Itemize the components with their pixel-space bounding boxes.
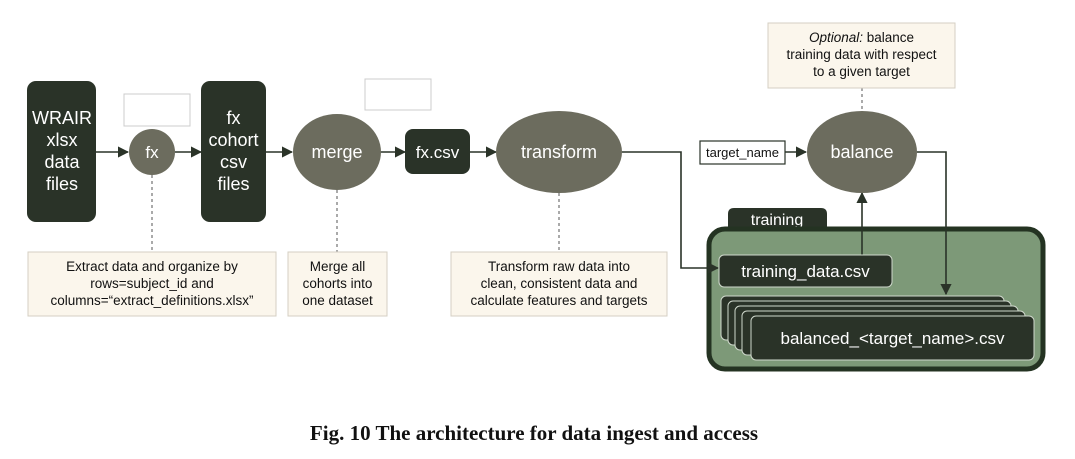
fx-cohort-csv-files-box: fx cohort csv files xyxy=(201,81,266,222)
svg-text:csv: csv xyxy=(220,152,247,172)
svg-text:calculate features and targets: calculate features and targets xyxy=(470,293,647,308)
empty-box-1 xyxy=(123,93,191,127)
balanced-csv-stack: balanced_<target_name>.csv xyxy=(720,295,1035,361)
note-transform: Transform raw data into clean, consisten… xyxy=(450,251,668,317)
target-name-box: target_name xyxy=(699,140,786,165)
svg-text:one dataset: one dataset xyxy=(302,293,373,308)
balance-node: balance xyxy=(807,111,917,193)
fx-node: fx xyxy=(129,129,175,175)
training-tab-label: training xyxy=(751,212,803,229)
svg-text:data: data xyxy=(44,152,80,172)
wrair-data-files-box: WRAIR xlsx data files xyxy=(27,81,96,222)
svg-text:WRAIR: WRAIR xyxy=(32,108,92,128)
transform-node: transform xyxy=(496,111,622,193)
svg-text:fx.csv: fx.csv xyxy=(416,143,460,162)
empty-box-2 xyxy=(364,78,432,111)
svg-text:rows=subject_id and: rows=subject_id and xyxy=(90,276,213,291)
svg-text:files: files xyxy=(217,174,249,194)
note-fx: Extract data and organize by rows=subjec… xyxy=(27,251,277,317)
fx-csv-box: fx.csv xyxy=(405,129,470,174)
svg-text:Extract data and organize by: Extract data and organize by xyxy=(66,259,238,274)
svg-text:transform: transform xyxy=(521,142,597,162)
svg-text:to a given target: to a given target xyxy=(813,64,910,79)
svg-text:training_data.csv: training_data.csv xyxy=(741,262,870,281)
arrow-transform-training xyxy=(622,151,720,274)
figure-caption: Fig. 10 The architecture for data ingest… xyxy=(310,421,758,445)
svg-text:target_name: target_name xyxy=(706,145,779,160)
svg-text:training data with respect: training data with respect xyxy=(786,47,936,62)
svg-text:xlsx: xlsx xyxy=(47,130,78,150)
svg-text:Merge all: Merge all xyxy=(310,259,366,274)
svg-text:merge: merge xyxy=(311,142,362,162)
svg-text:Transform raw data into: Transform raw data into xyxy=(488,259,630,274)
svg-text:clean, consistent data and: clean, consistent data and xyxy=(481,276,638,291)
note-balance: Optional: balance training data with res… xyxy=(767,22,956,89)
svg-text:files: files xyxy=(46,174,78,194)
arrow-balance-balanced xyxy=(917,151,952,296)
svg-text:fx: fx xyxy=(226,108,240,128)
svg-text:cohort: cohort xyxy=(208,130,258,150)
svg-text:fx: fx xyxy=(145,143,159,162)
merge-node: merge xyxy=(293,114,381,190)
svg-text:balance: balance xyxy=(830,142,893,162)
note-merge: Merge all cohorts into one dataset xyxy=(287,251,388,317)
svg-text:columns=“extract_definitions.x: columns=“extract_definitions.xlsx” xyxy=(51,293,254,308)
training-data-csv-box: training_data.csv xyxy=(718,254,893,288)
svg-text:Optional: balance: Optional: balance xyxy=(809,30,914,45)
svg-text:cohorts into: cohorts into xyxy=(303,276,373,291)
svg-text:balanced_<target_name>.csv: balanced_<target_name>.csv xyxy=(781,329,1005,348)
